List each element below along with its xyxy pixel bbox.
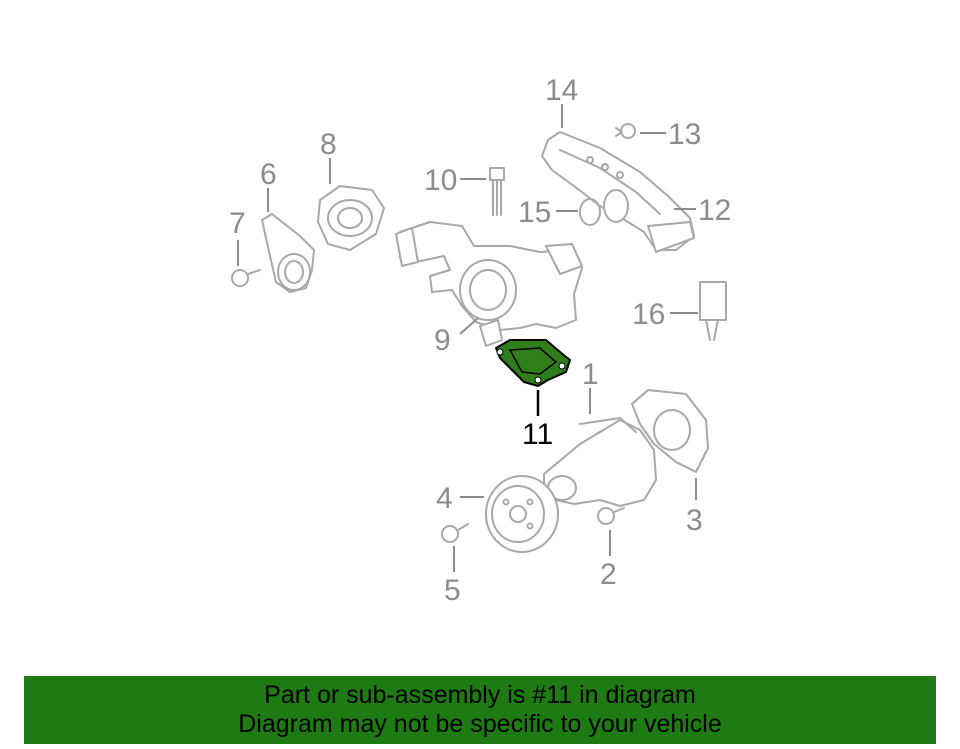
callout-11-highlighted: 11 [522,418,553,451]
banner-line-2: Diagram may not be specific to your vehi… [238,710,722,738]
callout-7: 7 [229,207,246,240]
thermostat-housing-6-part [261,213,315,293]
callout-15: 15 [518,196,551,229]
bolt-13-part [615,123,636,139]
sensor-16-part [699,281,727,341]
callout-3: 3 [686,504,703,537]
callout-1: 1 [582,358,599,391]
gasket-11-part [495,339,571,387]
bolt-10-part [489,167,505,216]
coolant-pipe-part [541,131,695,253]
pulley-4-part [485,475,559,553]
callout-16: 16 [632,298,665,331]
water-pump-1-part [543,417,657,507]
callout-6: 6 [260,158,277,191]
callout-8: 8 [320,128,337,161]
info-banner: Part or sub-assembly is #11 in diagram D… [24,676,936,744]
parts-diagram: 14 13 12 15 10 8 6 7 9 16 1 3 4 5 2 11 [229,74,731,607]
bolt-2-part [597,507,625,525]
callout-10: 10 [424,164,457,197]
thermostat-8-part [317,185,385,251]
callout-4: 4 [436,482,453,515]
leader-lines [237,104,698,572]
pump-gasket-3-part [631,389,709,473]
banner-line-1: Part or sub-assembly is #11 in diagram [264,681,696,709]
callout-9: 9 [434,324,451,357]
callout-2: 2 [600,558,617,591]
bolt-7-part [231,269,261,287]
callout-14: 14 [545,74,578,107]
callout-12: 12 [698,194,731,227]
bolt-5-part [441,523,469,543]
water-outlet-housing-9-part [395,221,583,347]
o-ring-15-part [579,198,601,226]
callout-13: 13 [668,118,701,151]
callout-5: 5 [444,574,461,607]
